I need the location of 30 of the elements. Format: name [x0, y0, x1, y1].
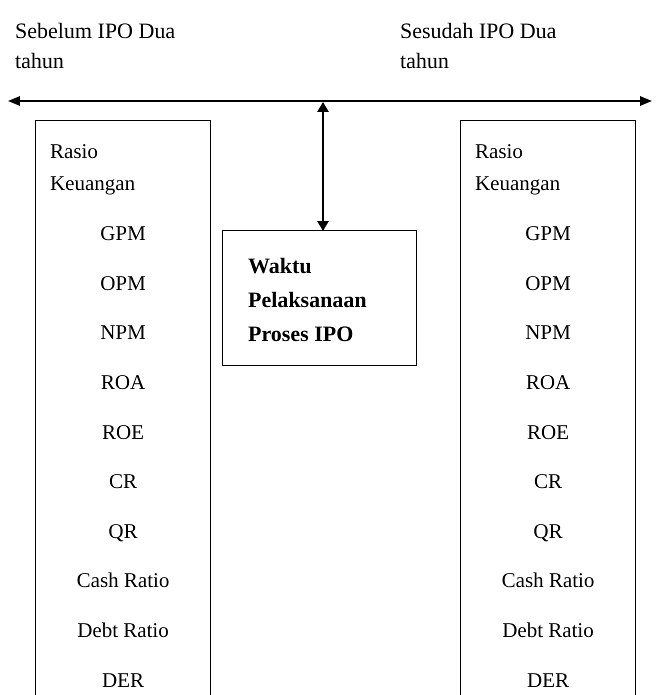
ratio-name: ROA [526, 370, 570, 396]
process-box [222, 230, 417, 366]
ratio-name: DER [102, 668, 144, 693]
arrow [317, 102, 329, 231]
ratio-name: OPM [100, 270, 146, 296]
ratio-name: Cash Ratio [76, 568, 170, 594]
process-title: Waktu Pelaksanaan Proses IPO [248, 253, 367, 346]
ratio-name: OPM [525, 270, 571, 296]
ratio-name: CR [108, 469, 137, 494]
ratio-name: NPM [525, 320, 571, 346]
ratio-name: GPM [100, 221, 146, 246]
ratio-name: ROE [527, 420, 569, 445]
timeline-arrow [8, 97, 652, 105]
ratio-name: DER [527, 668, 569, 693]
ratio-name: Cash Ratio [502, 568, 594, 594]
period-label: Sesudah IPO Dua tahun [400, 17, 558, 75]
ratio-name: GPM [525, 221, 571, 246]
ratio-name: ROE [102, 420, 144, 445]
ratio-name: QR [108, 518, 138, 544]
list-heading: Rasio Keuangan [474, 138, 562, 197]
ratio-list-box [35, 120, 211, 695]
ratio-name: ROA [100, 370, 146, 396]
period-label: Sebelum IPO Dua tahun [15, 17, 176, 75]
ratio-name: Debt Ratio [77, 618, 169, 644]
ratio-list-box [460, 120, 636, 695]
ratio-name: QR [533, 518, 563, 544]
ratio-name: Debt Ratio [502, 618, 594, 644]
ratio-name: CR [534, 469, 562, 494]
ratio-name: NPM [100, 320, 146, 346]
list-heading: Rasio Keuangan [49, 138, 136, 197]
